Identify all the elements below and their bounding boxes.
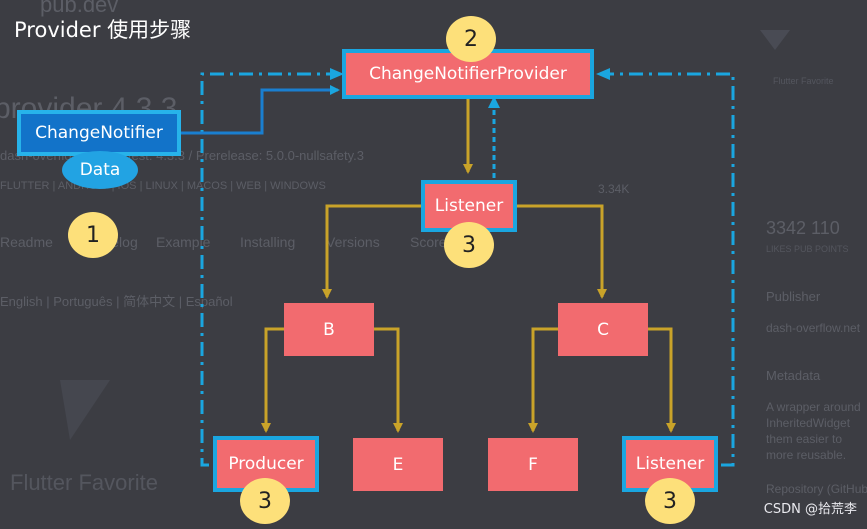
bg-likes: 3.34K [598,182,630,196]
bg-stats-labels: LIKES PUB POINTS [766,244,849,254]
flutter-logo-watermark [60,30,790,440]
listen-frame [200,72,735,467]
data-node: Data [62,151,138,189]
bg-languages: English | Português | 简体中文 | Español [0,294,233,309]
frame-arrow-right [596,68,610,80]
step-3-listener-badge: 3 [444,222,494,268]
step-3-producer-badge: 3 [240,478,290,524]
step-3-listener-bottom-badge: 3 [645,478,695,524]
step-1-badge: 1 [68,212,118,258]
bg-repository: Repository (GitHub) [766,482,867,496]
step-2-badge: 2 [446,16,496,62]
bg-tab-installing: Installing [240,234,296,250]
listener-to-provider-arrowhead [488,96,500,108]
e-node: E [353,438,443,491]
bg-tab-versions: Versions [326,234,380,250]
bg-publisher: dash-overflow.net [766,321,861,335]
data-flow-arrows [261,98,676,433]
bg-flutter-favorite-side: Flutter Favorite [773,76,834,86]
c-to-f-arrow [528,327,558,433]
c-to-listener-arrow [646,327,676,433]
bg-publisher-label: Publisher [766,289,821,304]
b-to-producer-arrow [261,327,284,433]
bg-header: pub.dev [40,0,119,17]
bg-flutter-favorite-badge: Flutter Favorite [10,470,158,495]
f-node: F [488,438,578,491]
change-notifier-node: ChangeNotifier [17,110,181,156]
bg-stats: 3342 110 [766,218,840,238]
listener-to-b-arrow [322,204,424,299]
b-to-e-arrow [374,327,403,433]
b-node: B [284,303,374,356]
page-title: Provider 使用步骤 [14,18,192,42]
bg-tab-readme: Readme [0,234,53,250]
bg-metadata-line-3: them easier to [766,432,843,446]
bg-metadata-line-2: InheritedWidget [766,416,851,430]
listener-bottom-node: Listener [622,436,718,492]
bg-metadata-line-1: A wrapper around [766,400,861,414]
csdn-watermark: CSDN @拾荒李 [763,502,857,517]
bg-metadata-line-4: more reusable. [766,448,847,462]
bg-tab-example: Example [156,234,211,250]
bg-metadata-label: Metadata [766,368,821,383]
listener-to-c-arrow [516,204,607,299]
frame-arrow-left [330,68,344,80]
producer-node: Producer [213,436,319,492]
c-node: C [558,303,648,356]
notifier-to-provider-arrow [181,85,340,135]
bg-tab-scores: Scores [410,234,454,250]
